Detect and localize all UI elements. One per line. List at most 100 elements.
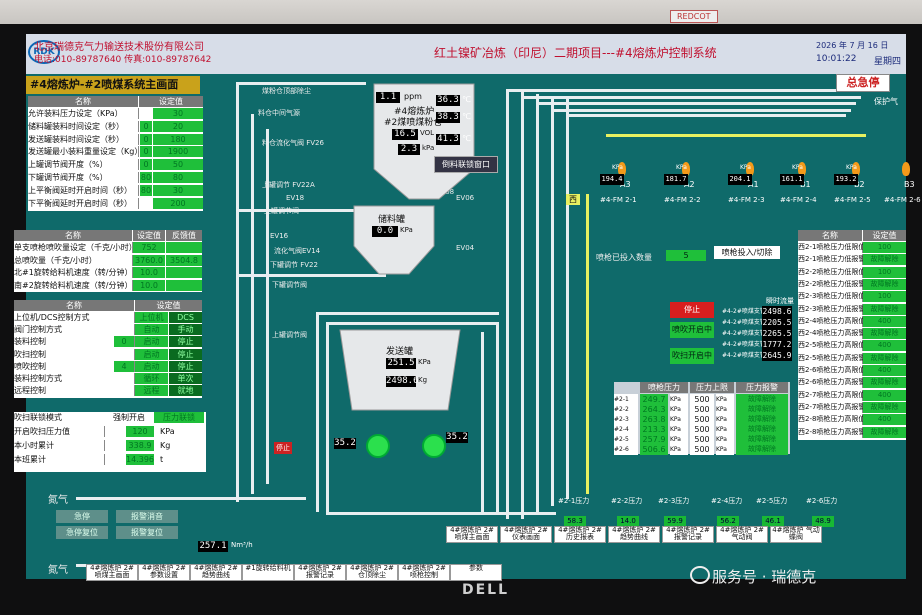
valve-icon[interactable]	[684, 140, 694, 148]
nav-button[interactable]: 4#熔炼炉 2#趋势曲线	[608, 526, 660, 543]
param-value[interactable]: 1900	[153, 146, 203, 158]
lance-limit[interactable]: 500	[690, 394, 714, 405]
dump-interlock-window-button[interactable]: 倒料联锁窗口	[434, 156, 498, 173]
alarm-value[interactable]: 400	[863, 340, 906, 352]
nav-button[interactable]: #1旋转给料机	[242, 564, 294, 581]
control-option-a[interactable]: 启动	[135, 348, 168, 360]
param2-label: 南#2旋转给料机速度（转/分钟）	[14, 279, 133, 291]
nav-button[interactable]: 4#熔炼炉 2#气动阀	[716, 526, 768, 543]
estop-button[interactable]: 急停	[56, 510, 108, 523]
flame-icon	[798, 162, 806, 176]
param-value[interactable]: 80	[153, 172, 203, 183]
param-value[interactable]: 200	[153, 197, 203, 209]
valve-icon[interactable]	[800, 140, 810, 148]
alarm-silence-button[interactable]: 报警消音	[116, 510, 178, 523]
control-option-a[interactable]: 循环	[135, 373, 168, 384]
lance-limit[interactable]: 500	[690, 434, 714, 445]
param-extra-value: 0	[140, 159, 152, 171]
flame-icon	[682, 162, 690, 176]
nav-button[interactable]: 4#熔炼炉 气动蝶阀	[770, 526, 822, 543]
rotary-feeder-north[interactable]	[366, 434, 390, 458]
lance-limit-unit: KPa	[716, 394, 734, 405]
pipe	[536, 94, 539, 514]
nav-button[interactable]: 4#熔炼炉 2#仓顶除尘	[346, 564, 398, 581]
nav-button[interactable]: 4#熔炼炉 2#报警记录	[294, 564, 346, 581]
nav-button[interactable]: 4#熔炼炉 2#历史报表	[554, 526, 606, 543]
alarm-value[interactable]: 100	[863, 291, 906, 303]
control-option-b[interactable]: 停止	[169, 360, 202, 372]
valve-icon[interactable]	[904, 140, 914, 148]
control-option-a[interactable]: 自动	[135, 324, 168, 336]
alarm-value[interactable]: 400	[863, 365, 906, 376]
injection-running-button[interactable]: 喷吹开启中	[670, 322, 714, 338]
emergency-stop-button[interactable]: 总急停	[836, 74, 890, 92]
param2-set[interactable]: 10.0	[133, 279, 165, 291]
flow-value: 2205.5	[762, 317, 792, 328]
nav-button[interactable]: 4#熔炼炉 2#参数设置	[138, 564, 190, 581]
valve-icon[interactable]	[748, 140, 758, 148]
param2-set[interactable]: 3760.0	[133, 254, 165, 266]
valve-icon[interactable]	[276, 282, 286, 290]
control-option-b[interactable]: 停止	[169, 348, 202, 360]
alarm-value[interactable]: 100	[863, 242, 906, 253]
valve-icon[interactable]	[438, 296, 448, 304]
flow-name: #4-2#喷煤支管	[722, 308, 766, 315]
valve-icon[interactable]	[272, 156, 282, 164]
lance-limit[interactable]: 500	[690, 444, 714, 455]
param-value[interactable]: 30	[153, 184, 203, 196]
control-option-a[interactable]: 启动	[135, 336, 168, 348]
lance-pressure-unit: KPa	[670, 394, 688, 405]
purge-running-button[interactable]: 吹扫开启中	[670, 348, 714, 364]
control-option-b[interactable]: 单次	[169, 373, 202, 384]
alarm-value[interactable]: 100	[863, 266, 906, 278]
param2-set[interactable]: 752	[133, 242, 165, 253]
param-extra-value: 80	[140, 184, 152, 196]
lance-limit[interactable]: 500	[690, 404, 714, 415]
param2-feedback	[166, 267, 202, 278]
valve-icon[interactable]	[498, 374, 508, 382]
force-open-button[interactable]: 强制开启	[106, 412, 152, 423]
west-label: 西	[566, 194, 580, 205]
alarm-value[interactable]: 400	[863, 414, 906, 426]
nav-button[interactable]: 4#熔炼炉 2#喷煤主画面	[446, 526, 498, 543]
control-option-b[interactable]: 停止	[169, 336, 202, 348]
rotary-feeder-south[interactable]	[422, 434, 446, 458]
control-option-a[interactable]: 远程	[135, 385, 168, 397]
stop-button[interactable]: 停止	[670, 302, 714, 318]
nav-button[interactable]: 4#熔炼炉 2#仪表画面	[500, 526, 552, 543]
valve-icon[interactable]	[498, 344, 508, 352]
estop-reset-button[interactable]: 急停复位	[56, 526, 108, 539]
lance-limit[interactable]: 500	[690, 424, 714, 435]
nav-button[interactable]: 4#熔炼炉 2#趋势曲线	[190, 564, 242, 581]
alarm-value[interactable]: 400	[863, 315, 906, 327]
control-option-b[interactable]: 手动	[169, 324, 202, 336]
valve-icon[interactable]	[272, 224, 282, 232]
control-option-b[interactable]: 就地	[169, 385, 202, 397]
nav-button[interactable]: 4#熔炼炉 2#报警记录	[662, 526, 714, 543]
control-option-b[interactable]: DCS	[169, 312, 202, 323]
param-value[interactable]: 30	[153, 108, 203, 119]
param-value[interactable]: 20	[153, 120, 203, 132]
feeder-stop-badge[interactable]: 停止	[274, 442, 292, 454]
flow-value: 2498.6	[762, 306, 792, 317]
nav-button[interactable]: 4#熔炼炉 2#喷煤主画面	[86, 564, 138, 581]
param-value[interactable]: 50	[153, 159, 203, 171]
param-value[interactable]: 180	[153, 133, 203, 145]
purge-value: 338.9	[126, 440, 154, 451]
lance-limit[interactable]: 500	[690, 414, 714, 425]
alarm-reset-button[interactable]: 报警复位	[116, 526, 178, 539]
control-option-a[interactable]: 上位机	[135, 312, 168, 323]
lance-toggle-button[interactable]: 喷枪投入/切除	[714, 246, 780, 259]
valve-icon[interactable]	[620, 140, 630, 148]
nav-button[interactable]: 4#熔炼炉 2#喷枪控制	[398, 564, 450, 581]
valve-icon[interactable]	[278, 394, 288, 402]
pressure-interlock-button[interactable]: 压力联锁	[154, 412, 204, 423]
control-option-a[interactable]: 启动	[135, 360, 168, 372]
valve-icon[interactable]	[854, 140, 864, 148]
alarm-label: 西2-8喷枪压力高限值	[798, 414, 866, 426]
nav-button[interactable]: 参数	[450, 564, 502, 581]
purge-value[interactable]: 120	[126, 426, 154, 437]
param2-set[interactable]: 10.0	[133, 267, 165, 278]
alarm-value[interactable]: 400	[863, 389, 906, 401]
valve-icon[interactable]	[278, 354, 288, 362]
